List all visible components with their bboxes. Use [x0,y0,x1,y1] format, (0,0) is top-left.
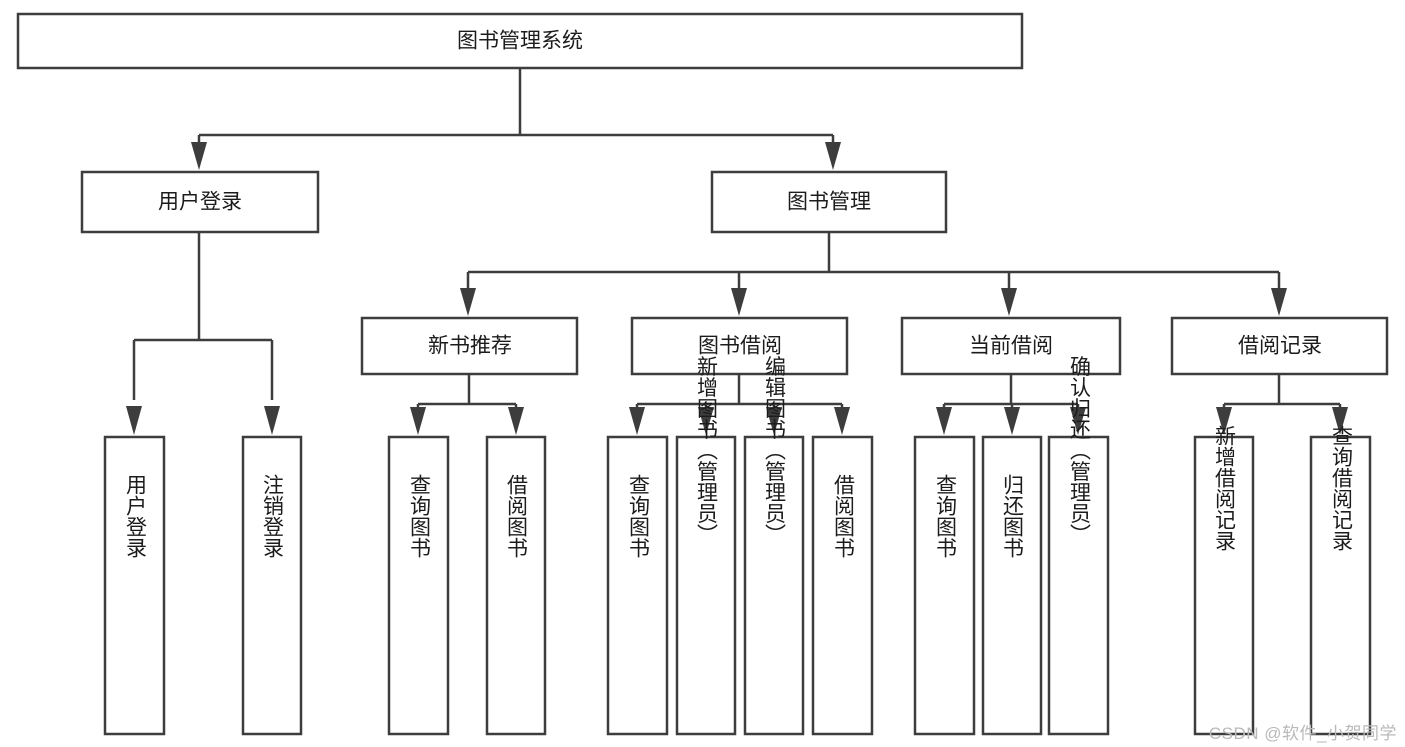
arrowhead-bo-leaf3 [766,407,782,435]
leaf-bo-borrow-book-box[interactable] [811,435,874,736]
leaf-re-add-record-label: 新增借阅记录 [1213,425,1237,551]
arrowhead-cu-leaf2 [1004,407,1020,435]
node-root-label: 图书管理系统 [457,30,583,53]
leaf-bo-edit-book-admin-box[interactable] [743,435,805,736]
leaf-re-query-record[interactable]: 查询借阅记录 [1309,425,1372,736]
node-current-borrow-label: 当前借阅 [969,335,1053,358]
leaf-nb-borrow-book[interactable]: 借阅图书 [485,435,547,736]
node-book-management-box[interactable] [710,170,948,234]
leaf-cu-return-book-label: 归还图书 [1001,474,1025,558]
leaf-bo-add-book-admin[interactable]: 新增图书（管理员） [675,356,737,736]
arrowhead-bo-leaf4 [834,407,850,435]
leaf-cu-return-book[interactable]: 归还图书 [981,435,1043,736]
arrowhead-book-mgmt [825,142,841,170]
arrowhead-nb-leaf1 [410,407,426,435]
leaf-logout[interactable]: 注销登录 [241,435,303,736]
leaf-re-add-record[interactable]: 新增借阅记录 [1193,425,1255,736]
leaf-bo-edit-book-admin[interactable]: 编辑图书（管理员） [743,356,805,736]
leaf-user-login-box[interactable] [103,435,166,736]
arrowhead-re-leaf1 [1216,407,1232,435]
leaf-nb-borrow-book-label: 借阅图书 [505,474,529,558]
node-root-box[interactable] [16,12,1024,70]
arrowhead-bo-leaf1 [629,407,645,435]
leaf-user-login[interactable]: 用户登录 [103,435,166,736]
node-book-management-label: 图书管理 [787,191,871,214]
connector-layer [126,68,1348,435]
node-user-login[interactable]: 用户登录 [80,170,320,234]
leaf-cu-query-book-label: 查询图书 [934,474,958,558]
csdn-watermark: CSDN @软件_小贺同学 [1208,724,1397,743]
leaf-bo-query-book[interactable]: 查询图书 [606,435,669,736]
arrowhead-nb-leaf2 [508,407,524,435]
leaf-bo-add-book-admin-label: 新增图书（管理员） [695,356,719,545]
node-new-book-recommend-label: 新书推荐 [428,335,512,358]
leaf-logout-label: 注销登录 [261,474,285,558]
arrowhead-cu-leaf1 [936,407,952,435]
leaf-re-query-record-box[interactable] [1309,435,1372,736]
arrowhead-current [1001,288,1017,316]
node-current-borrow-box[interactable] [900,316,1122,376]
node-book-borrow-box[interactable] [630,316,849,376]
leaf-nb-query-book-label: 查询图书 [408,474,432,558]
arrowhead-leaf-logout [264,406,280,435]
node-book-borrow[interactable]: 图书借阅 [630,316,849,376]
node-borrow-records[interactable]: 借阅记录 [1170,316,1389,376]
leaf-bo-query-book-label: 查询图书 [627,474,651,558]
node-user-login-box[interactable] [80,170,320,234]
leaf-bo-borrow-book[interactable]: 借阅图书 [811,435,874,736]
leaf-bo-edit-book-admin-label: 编辑图书（管理员） [763,356,787,545]
leaf-nb-borrow-book-box[interactable] [485,435,547,736]
leaf-bo-borrow-book-label: 借阅图书 [832,474,856,558]
node-borrow-records-box[interactable] [1170,316,1389,376]
arrowhead-user-login [191,142,207,170]
node-current-borrow[interactable]: 当前借阅 [900,316,1122,376]
node-new-book-recommend[interactable]: 新书推荐 [360,316,579,376]
arrowhead-leaf-user-login [126,406,142,435]
leaf-logout-box[interactable] [241,435,303,736]
leaf-bo-add-book-admin-box[interactable] [675,435,737,736]
leaf-nb-query-book[interactable]: 查询图书 [387,435,450,736]
leaf-nb-query-book-box[interactable] [387,435,450,736]
node-new-book-recommend-box[interactable] [360,316,579,376]
leaf-re-add-record-box[interactable] [1193,435,1255,736]
leaf-cu-return-book-box[interactable] [981,435,1043,736]
node-borrow-records-label: 借阅记录 [1238,335,1322,358]
leaf-cu-confirm-return-admin-box[interactable] [1047,435,1110,736]
node-book-management[interactable]: 图书管理 [710,170,948,234]
leaf-re-query-record-label: 查询借阅记录 [1330,425,1354,551]
leaf-cu-query-book-box[interactable] [913,435,976,736]
arrowhead-records [1271,288,1287,316]
arrowhead-bo-leaf2 [698,407,714,435]
node-root[interactable]: 图书管理系统 [16,12,1024,70]
arrowhead-re-leaf2 [1332,407,1348,435]
leaf-cu-confirm-return-admin-label: 确认归还（管理员） [1068,356,1092,545]
arrowhead-borrow [731,288,747,316]
node-book-borrow-label: 图书借阅 [698,335,782,358]
arrowhead-cu-leaf3 [1070,407,1086,435]
node-user-login-label: 用户登录 [158,191,242,214]
leaf-cu-confirm-return-admin[interactable]: 确认归还（管理员） [1047,356,1110,736]
leaf-user-login-label: 用户登录 [124,474,148,558]
arrowhead-new-books [460,288,476,316]
leaf-cu-query-book[interactable]: 查询图书 [913,435,976,736]
leaf-bo-query-book-box[interactable] [606,435,669,736]
